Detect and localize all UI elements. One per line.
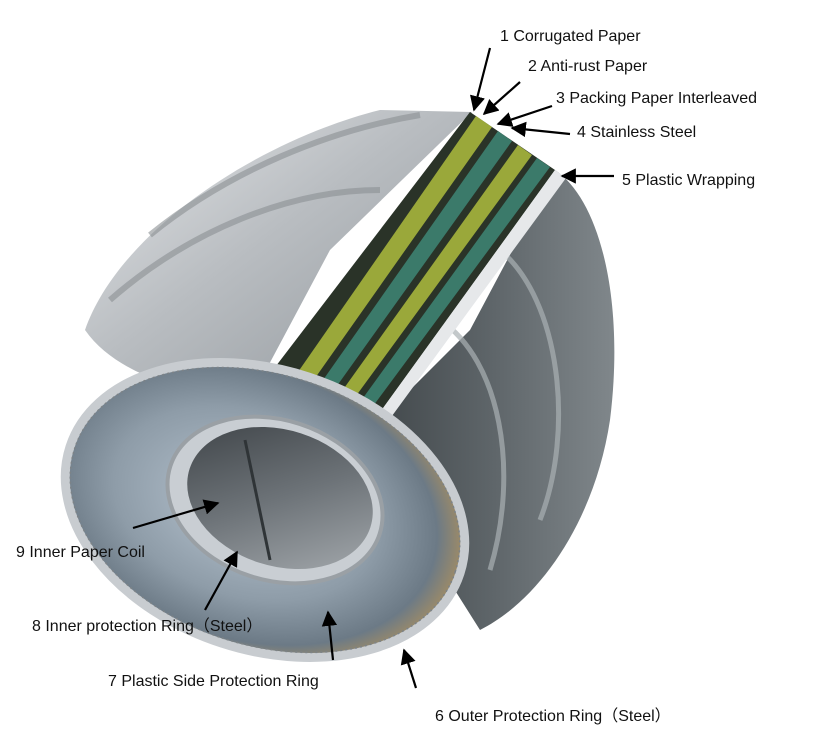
label-inner-paper-coil: 9 Inner Paper Coil (16, 544, 145, 561)
label-plastic-side-protection-ring: 7 Plastic Side Protection Ring (108, 673, 319, 690)
steel-band (438, 317, 507, 571)
bore-seam (243, 439, 272, 561)
steel-band (108, 187, 381, 303)
label-plastic-wrapping: 5 Plastic Wrapping (622, 172, 756, 189)
label-packing-paper-interleaved: 3 Packing Paper Interleaved (556, 90, 758, 107)
cutaway-layers (250, 112, 566, 446)
label-stainless-steel: 4 Stainless Steel (577, 124, 697, 141)
label-corrugated-paper: 1 Corrugated Paper (500, 28, 641, 45)
pointer-arrows (132, 47, 614, 689)
label-inner-protection-ring: 8 Inner protection Ring（Steel） (32, 618, 263, 635)
steel-band (148, 112, 421, 238)
outer-protection-ring (60, 358, 470, 662)
steel-band (498, 248, 562, 521)
label-outer-protection-ring: 6 Outer Protection Ring（Steel） (435, 708, 671, 725)
inner-paper-coil (187, 426, 373, 570)
coil-top-surface (85, 110, 472, 400)
label-anti-rust-paper: 2 Anti-rust Paper (528, 58, 648, 75)
outer-ring-edge (69, 366, 461, 654)
